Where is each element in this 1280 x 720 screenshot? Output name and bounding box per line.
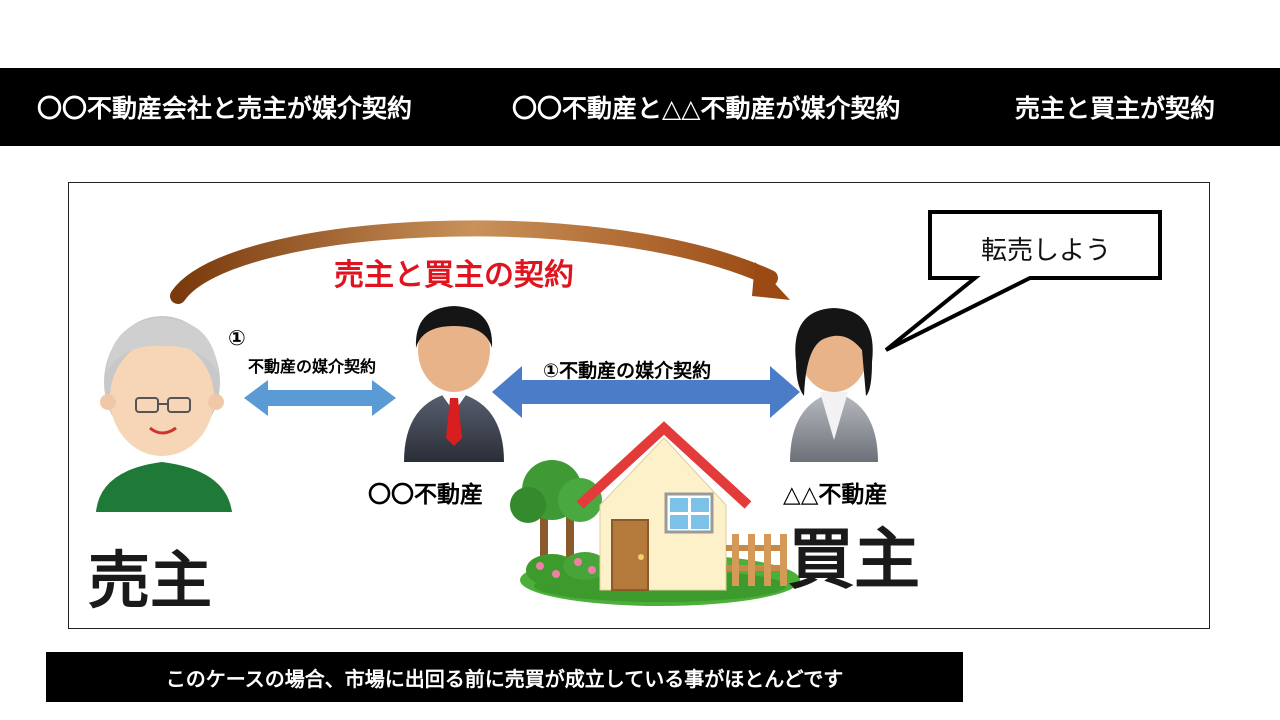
left-arrow-number: ① (228, 326, 246, 350)
header-item-3: 売主と買主が契約 (1015, 94, 1216, 123)
header-banner: 〇〇不動産会社と売主が媒介契約 〇〇不動産と△△不動産が媒介契約 売主と買主が契… (0, 68, 1280, 146)
agent1-label: 〇〇不動産 (368, 482, 483, 508)
header-item-1: 〇〇不動産会社と売主が媒介契約 (37, 94, 413, 123)
footer-note: このケースの場合、市場に出回る前に売買が成立している事がほとんどです (46, 652, 963, 702)
header-item-2: 〇〇不動産と△△不動産が媒介契約 (512, 94, 901, 123)
agent1-figure (404, 306, 504, 462)
house-illustration (510, 421, 800, 606)
left-double-arrow (244, 380, 396, 416)
left-arrow-label: 不動産の媒介契約 (248, 357, 377, 376)
contract-curve-arrow (170, 220, 790, 304)
middle-double-arrow (492, 366, 800, 418)
buyer-label: 買主 (788, 521, 920, 598)
speech-bubble (884, 210, 1162, 352)
seller-label: 売主 (88, 544, 213, 617)
speech-text: 転売しよう (981, 236, 1112, 266)
main-contract-label: 売主と買主の契約 (334, 258, 574, 293)
agent2-figure (790, 308, 878, 462)
seller-figure (96, 316, 232, 512)
agent2-label: △△不動産 (783, 482, 888, 508)
diagram-frame (68, 182, 1210, 629)
middle-arrow-label: ①不動産の媒介契約 (543, 360, 712, 382)
